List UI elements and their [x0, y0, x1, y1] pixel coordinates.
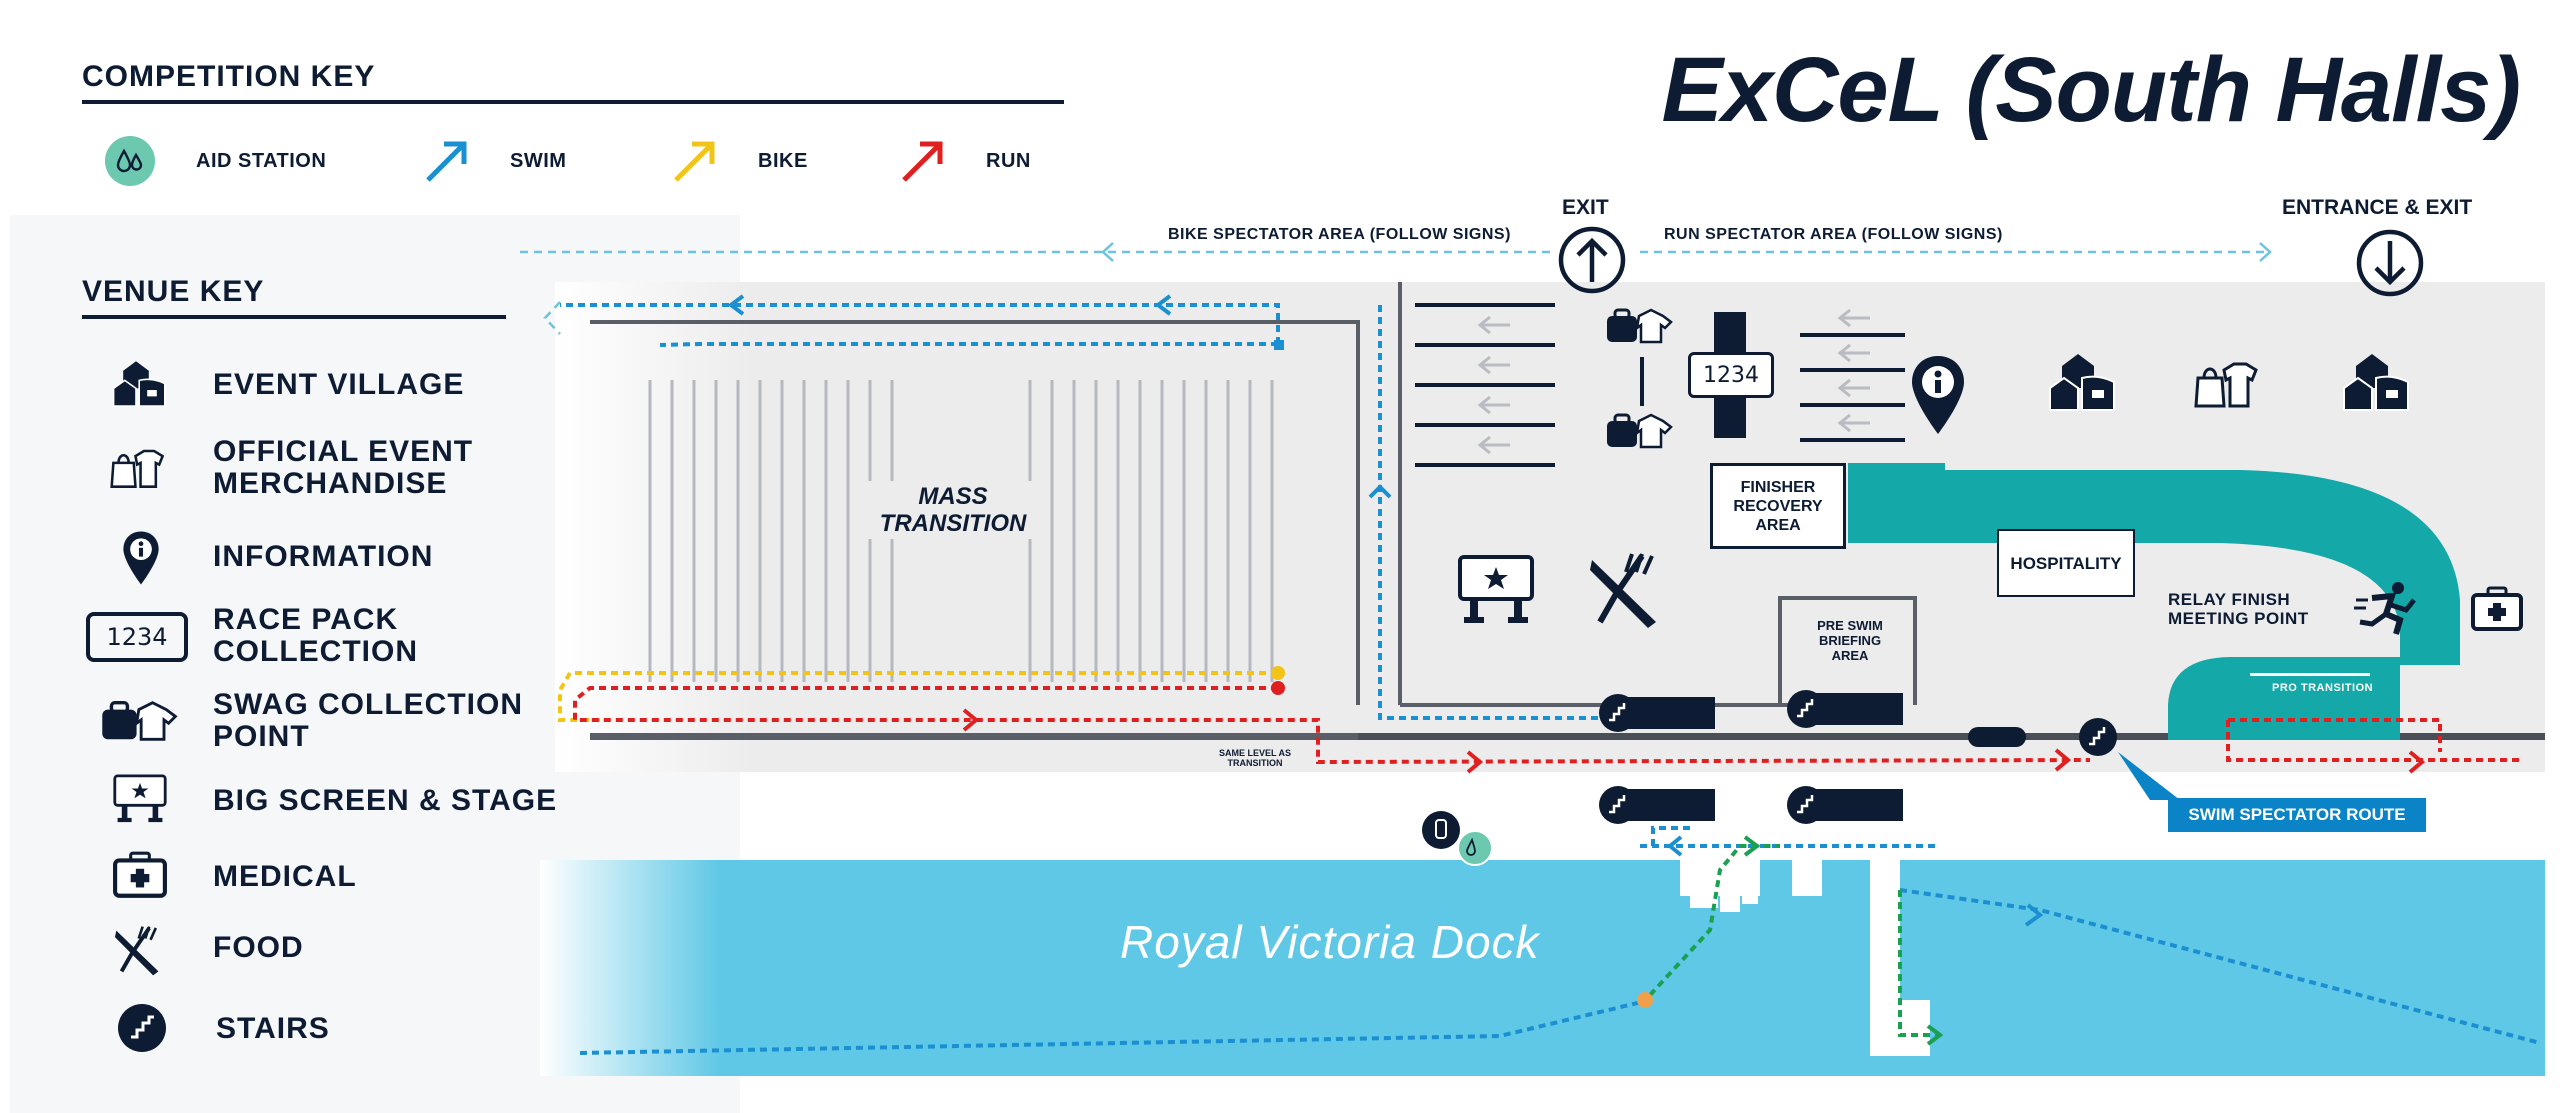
run-arrow-icon	[902, 141, 943, 182]
hospitality-area: HOSPITALITY	[1997, 529, 2135, 597]
green-route	[1648, 844, 1940, 1037]
swim-spectator-route-text: SWIM SPECTATOR ROUTE	[2188, 805, 2406, 824]
pre-swim-briefing-label: PRE SWIM BRIEFING AREA	[1800, 618, 1900, 663]
pontoons	[1680, 852, 1930, 1056]
food-icon	[114, 926, 159, 976]
race-pack-icon: 1234	[1680, 312, 1780, 438]
hall-floor-edge-dark	[1358, 733, 2545, 740]
map-title: ExCeL (South Halls)	[1661, 39, 2521, 141]
swag-icon	[1607, 413, 1673, 449]
royal-victoria-dock-water	[540, 860, 2545, 1076]
competition-key-heading: COMPETITION KEY	[82, 60, 376, 93]
competition-key-aid-station: AID STATION	[104, 136, 326, 186]
venue-key-event-village: EVENT VILLAGE	[213, 368, 465, 401]
medical-icon[interactable]	[2470, 586, 2524, 632]
exit-arrow-icon[interactable]	[1556, 224, 1628, 296]
venue-key-merchandise: OFFICIAL EVENT MERCHANDISE	[213, 435, 474, 500]
mass-transition-label: MASS TRANSITION	[858, 481, 1048, 539]
lane-arrows	[1477, 308, 1870, 455]
same-level-text: SAME LEVEL AS TRANSITION	[1218, 748, 1291, 768]
swim-label: SWIM	[510, 149, 567, 172]
venue-key-big-screen: BIG SCREEN & STAGE	[213, 784, 558, 817]
event-village-icon	[2343, 354, 2409, 411]
bike-route	[558, 671, 1278, 722]
race-pack-bib: 1234	[1688, 352, 1774, 398]
venue-key-heading: VENUE KEY	[82, 275, 265, 308]
bike-spectator-area-label: BIKE SPECTATOR AREA (FOLLOW SIGNS)	[1168, 226, 1511, 243]
stairs-icon	[118, 1004, 166, 1052]
run-label: RUN	[986, 149, 1031, 172]
big-screen-icon	[1458, 555, 1534, 623]
bike-marker	[1271, 666, 1285, 680]
big-screen-icon	[113, 774, 167, 823]
swim-spectator-route-tag[interactable]: SWIM SPECTATOR ROUTE	[2168, 798, 2426, 832]
finish-chute	[1848, 463, 2460, 665]
competition-key-bike: BIKE	[672, 136, 808, 186]
venue-key-swag: SWAG COLLECTION POINT	[213, 688, 523, 753]
venue-key: VENUE KEY	[82, 275, 506, 319]
aid-station-label: AID STATION	[196, 149, 327, 172]
venue-key-stairs: STAIRS	[216, 1012, 330, 1045]
mass-transition-text: MASS TRANSITION	[879, 483, 1027, 537]
food-icon	[1590, 553, 1656, 628]
run-marker	[1271, 681, 1285, 695]
race-pack-number: 1234	[1703, 362, 1759, 388]
pre-swim-briefing-text: PRE SWIM BRIEFING AREA	[1817, 618, 1883, 663]
competition-key-run: RUN	[900, 136, 1031, 186]
entrance-exit-label: ENTRANCE & EXIT	[2282, 196, 2473, 219]
relay-finish-text: RELAY FINISH MEETING POINT	[2168, 590, 2309, 628]
relay-finish-label: RELAY FINISH MEETING POINT	[2168, 590, 2338, 628]
competition-key-swim: SWIM	[424, 136, 566, 186]
event-village-icon	[2049, 354, 2115, 411]
swim-spectator-callout-pointer	[2118, 752, 2180, 800]
venue-key-medical: MEDICAL	[213, 860, 357, 893]
race-pack-icon: 1234	[86, 612, 188, 662]
swim-route	[560, 303, 2541, 1055]
pro-transition-area	[2168, 657, 2400, 740]
exit-label: EXIT	[1562, 196, 1609, 219]
swag-icon	[1607, 308, 1673, 344]
aid-marker-orange	[1637, 992, 1653, 1008]
spectator-routes	[520, 250, 2270, 335]
merchandise-icon	[2194, 362, 2258, 408]
bike-arrow-icon	[674, 141, 715, 182]
merchandise-icon	[110, 449, 165, 488]
information-icon[interactable]	[1910, 354, 1966, 436]
dock-label: Royal Victoria Dock	[1120, 916, 1540, 968]
pro-transition-label: PRO TRANSITION	[2272, 682, 2374, 694]
venue-key-information: INFORMATION	[213, 540, 434, 573]
hospitality-text: HOSPITALITY	[2010, 553, 2122, 573]
swim-start-marker	[1274, 340, 1284, 350]
swag-icon	[102, 700, 178, 741]
competition-key-divider	[82, 100, 1064, 104]
swim-arrow-icon	[426, 141, 467, 182]
competition-key: COMPETITION KEY	[82, 60, 1064, 104]
finish-lanes	[1415, 303, 1905, 467]
aid-station-icon	[105, 136, 155, 186]
same-level-label: SAME LEVEL AS TRANSITION	[1210, 748, 1300, 768]
bike-label: BIKE	[758, 149, 808, 172]
mass-transition-racks	[648, 380, 1274, 682]
finisher-recovery-area-text: FINISHER RECOVERY AREA	[1733, 478, 1823, 534]
race-pack-key-number: 1234	[106, 623, 168, 651]
information-icon	[123, 531, 159, 585]
event-village-icon	[112, 361, 166, 407]
run-spectator-area-label: RUN SPECTATOR AREA (FOLLOW SIGNS)	[1664, 226, 2003, 243]
finisher-recovery-area: FINISHER RECOVERY AREA	[1710, 463, 1846, 549]
entrance-arrow-icon[interactable]	[2354, 227, 2426, 299]
venue-key-divider	[82, 315, 506, 319]
venue-key-race-pack: RACE PACK COLLECTION	[213, 603, 418, 668]
runner-icon	[2354, 582, 2416, 635]
medical-icon	[113, 851, 167, 898]
venue-key-food: FOOD	[213, 931, 304, 964]
